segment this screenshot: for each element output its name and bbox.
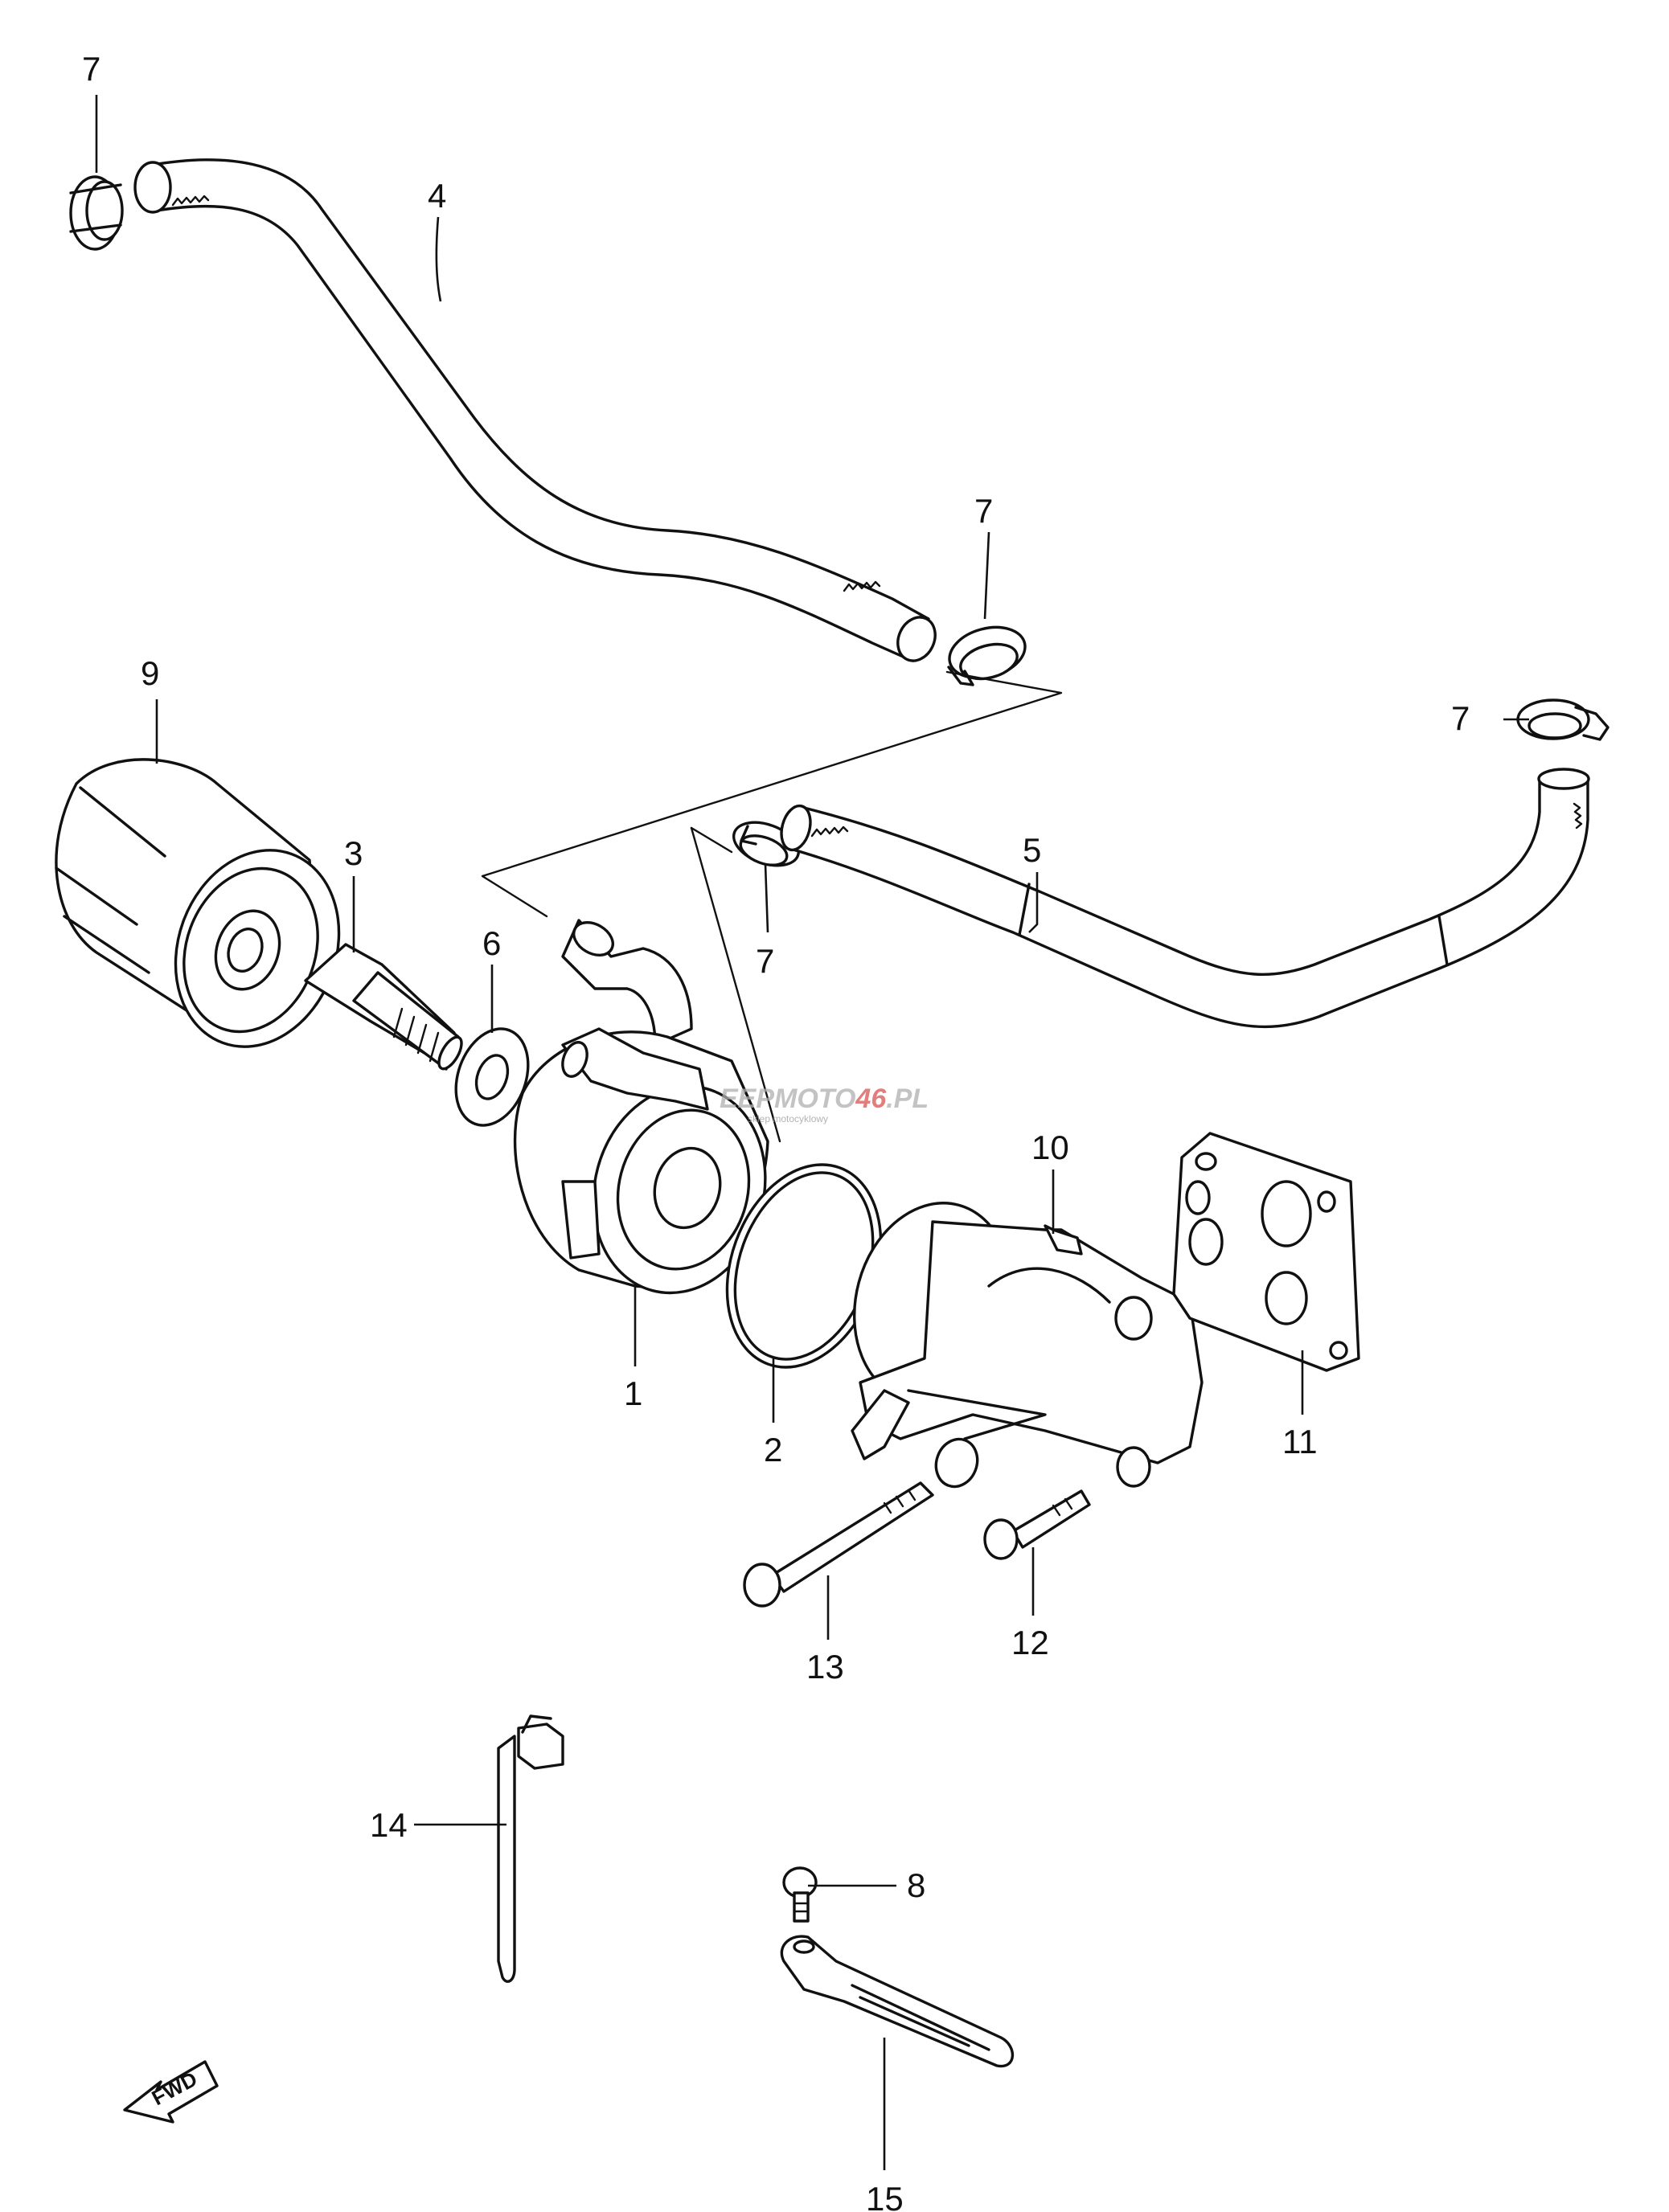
watermark-text-c: .PL: [886, 1083, 929, 1114]
callout-7-right: 7: [1451, 699, 1470, 737]
callout-15: 15: [866, 2180, 904, 2212]
pump-cover-10: [851, 1202, 1204, 1489]
callout-5: 5: [1023, 831, 1041, 869]
watermark-sub: sklep motocyklowy: [748, 1113, 828, 1124]
hose-clamp-7a: [69, 175, 124, 251]
watermark-text-a: EEPMOTO: [720, 1083, 855, 1114]
callout-10: 10: [1031, 1129, 1069, 1166]
callout-labels: 7 4 7 7 5 7 9 3 6 1 2 10 11 12 13 14 8 1…: [82, 50, 1470, 2212]
hose-5: [780, 768, 1590, 1029]
bolt-13: [743, 1481, 934, 1608]
bolt-12: [983, 1489, 1091, 1560]
callout-6: 6: [482, 924, 501, 962]
watermark-logo: EEPMOTO46.PL sklep motocyklowy: [720, 1083, 929, 1124]
svg-text:EEPMOTO46.PL: EEPMOTO46.PL: [720, 1083, 929, 1114]
callout-7-top-left: 7: [82, 50, 100, 88]
assembly-guide-lines: [481, 670, 1063, 1143]
cable-tie-14: [497, 1714, 564, 1983]
callout-11: 11: [1282, 1423, 1318, 1460]
hose-clamp-7b: [947, 625, 1027, 686]
callout-14: 14: [370, 1806, 408, 1844]
hose-4: [133, 158, 937, 662]
callout-4: 4: [428, 177, 446, 215]
callout-12: 12: [1011, 1624, 1049, 1661]
callout-7-top-middle: 7: [974, 492, 993, 530]
oil-filter-9: [55, 758, 341, 1048]
callout-1: 1: [624, 1374, 642, 1412]
o-ring-2: [725, 1163, 883, 1369]
gasket-11: [1172, 1132, 1360, 1372]
oil-cooler-1: [513, 919, 769, 1295]
bolt-8: [782, 1866, 818, 1923]
callout-3: 3: [344, 834, 363, 872]
callout-8: 8: [907, 1866, 925, 1904]
hose-clamp-7d: [1516, 698, 1610, 741]
callout-2: 2: [764, 1431, 782, 1469]
callout-7-center: 7: [756, 942, 774, 980]
bracket-15: [780, 1935, 1015, 2068]
callout-9: 9: [141, 654, 159, 692]
watermark-text-b: 46: [855, 1083, 887, 1114]
fwd-arrow-icon: FWD: [123, 2060, 219, 2124]
leader-lines: [95, 95, 1529, 2170]
callout-13: 13: [806, 1648, 844, 1686]
union-bolt-3: [304, 943, 463, 1071]
